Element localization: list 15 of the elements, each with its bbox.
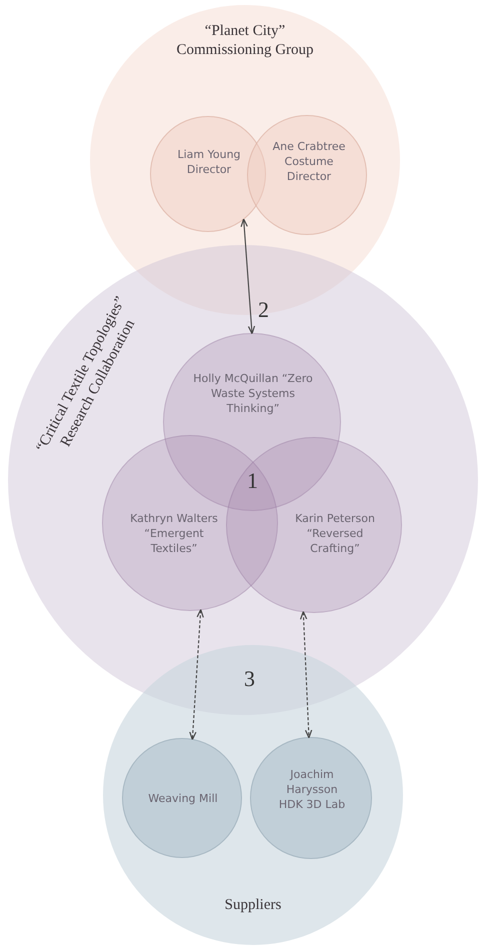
member-label: Weaving Mill (147, 791, 219, 806)
member-label: Holly McQuillan “Zero Waste Systems Thinking” (193, 371, 313, 416)
group-title: Suppliers (224, 896, 282, 915)
member-label: Ane Crabtree Costume Director (272, 139, 346, 184)
member-label: Joachim Harysson HDK 3D Lab (278, 767, 346, 812)
group-title: “Planet City” Commissioning Group (175, 22, 315, 60)
member-label: Kathryn Walters “Emergent Textiles” (129, 511, 219, 556)
region-number: 1 (247, 468, 258, 494)
edge-label: 2 (258, 297, 269, 323)
region-number: 3 (244, 666, 255, 692)
member-label: Karin Peterson “Reversed Crafting” (294, 511, 376, 556)
double-arrow (240, 218, 256, 334)
member-label: Liam Young Director (177, 147, 241, 177)
double-arrow (189, 608, 204, 740)
double-arrow (300, 610, 312, 738)
